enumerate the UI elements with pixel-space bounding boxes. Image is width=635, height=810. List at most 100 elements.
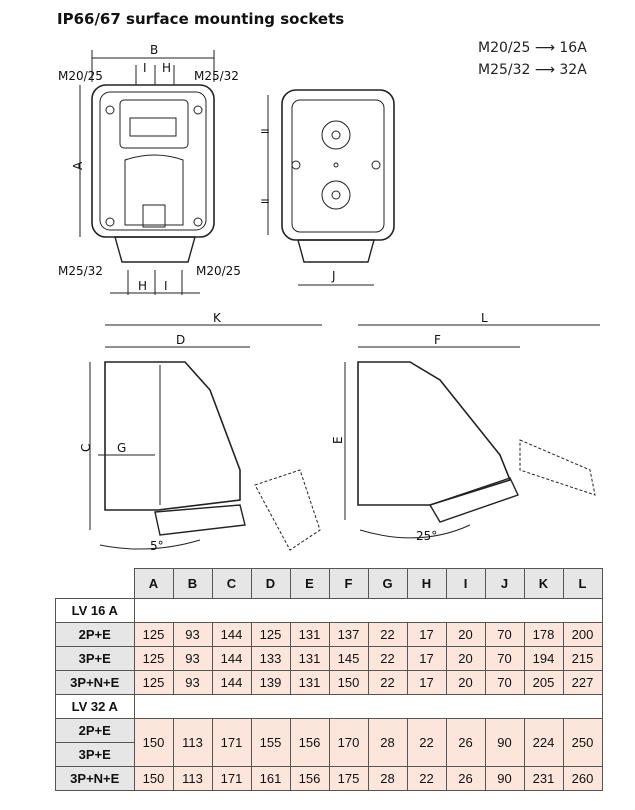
value-cell: 131 [289,670,330,695]
column-header: E [289,568,330,599]
column-header: K [523,568,564,599]
value-cell: 156 [289,718,330,767]
value-cell: 137 [328,622,369,647]
table-row: 3P+E [55,742,603,767]
value-cell: 171 [211,766,252,791]
dim-label-m2532-top: M25/32 [194,69,239,83]
equal-mark-1: = [260,124,270,138]
dim-label-i-bottom: I [164,279,168,293]
side-view-5deg-drawing [89,324,322,551]
value-cell: 20 [445,646,486,671]
value-cell: 113 [172,766,213,791]
value-cell: 26 [445,766,486,791]
row-label: 2P+E [55,622,135,647]
dim-label-g: G [117,441,126,455]
front-view-drawing [79,50,215,295]
value-cell: 150 [133,718,174,767]
value-cell: 133 [250,646,291,671]
back-view-drawing [267,89,395,286]
value-cell: 227 [562,670,603,695]
dim-label-e: E [331,436,345,444]
value-cell: 26 [445,718,486,767]
dim-label-j: J [331,269,336,283]
value-cell: 125 [133,670,174,695]
column-header: L [562,568,603,599]
dim-label-m2025-top: M20/25 [58,69,103,83]
value-cell: 178 [523,622,564,647]
column-header: F [328,568,369,599]
angle-label-25: 25° [416,529,437,543]
column-header: A [133,568,174,599]
dim-label-h-top: H [162,61,171,75]
corner-cell [55,568,135,599]
value-cell: 93 [172,646,213,671]
value-cell: 125 [250,622,291,647]
value-cell: 22 [367,646,408,671]
value-cell: 125 [133,646,174,671]
value-cell: 17 [406,622,447,647]
value-cell: 161 [250,766,291,791]
value-cell: 22 [406,766,447,791]
dim-label-a: A [71,161,85,170]
value-cell: 93 [172,622,213,647]
column-header: I [445,568,486,599]
row-label: 2P+E [55,718,135,743]
side-view-25deg-drawing [344,324,600,539]
value-cell: 231 [523,766,564,791]
value-cell: 22 [367,622,408,647]
value-cell: 131 [289,622,330,647]
group-spacer [133,694,603,719]
dim-label-c: C [79,444,93,452]
value-cell: 131 [289,646,330,671]
value-cell: 28 [367,718,408,767]
row-label: 3P+N+E [55,766,135,791]
value-cell: 171 [211,718,252,767]
value-cell: 200 [562,622,603,647]
equal-mark-2: = [260,194,270,208]
value-cell: 170 [328,718,369,767]
value-cell: 22 [406,718,447,767]
value-cell: 17 [406,646,447,671]
value-cell: 90 [484,766,525,791]
value-cell: 260 [562,766,603,791]
value-cell: 145 [328,646,369,671]
group-row: LV 32 A [55,694,603,719]
group-label: LV 32 A [55,694,135,719]
column-header: C [211,568,252,599]
group-spacer [133,598,603,623]
value-cell: 155 [250,718,291,767]
value-cell: 150 [133,766,174,791]
value-cell: 17 [406,670,447,695]
dim-label-m2025-bottom: M20/25 [196,264,241,278]
row-label: 3P+E [55,646,135,671]
value-cell: 175 [328,766,369,791]
value-cell: 125 [133,622,174,647]
dim-label-m2532-bottom: M25/32 [58,264,103,278]
value-cell: 93 [172,670,213,695]
value-cell: 22 [367,670,408,695]
value-cell: 90 [484,718,525,767]
value-cell: 150 [328,670,369,695]
dim-label-l: L [481,311,488,325]
value-cell: 156 [289,766,330,791]
value-cell: 70 [484,670,525,695]
value-cell: 144 [211,646,252,671]
legend-16a: M20/25 ⟶ 16A [478,40,587,56]
value-cell: 224 [523,718,564,767]
value-cell: 113 [172,718,213,767]
column-header: G [367,568,408,599]
group-row: LV 16 A [55,598,603,623]
value-cell: 144 [211,622,252,647]
dim-label-k: K [213,311,222,325]
value-cell: 215 [562,646,603,671]
value-cell: 70 [484,622,525,647]
value-cell: 28 [367,766,408,791]
column-header: J [484,568,525,599]
column-header: B [172,568,213,599]
dim-label-d: D [176,333,185,347]
